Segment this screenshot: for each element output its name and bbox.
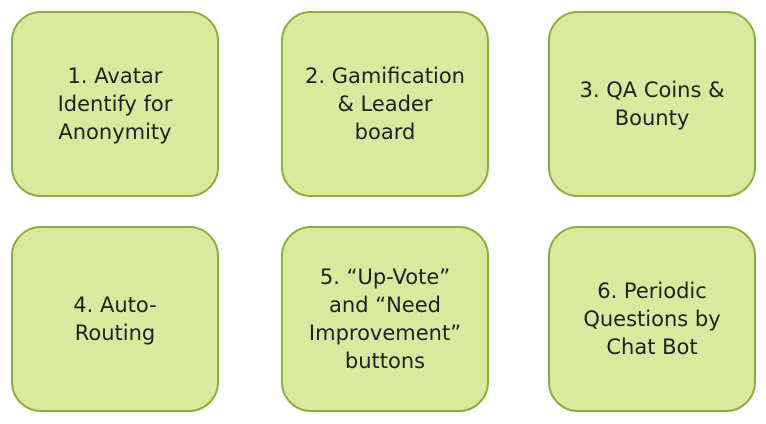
box-auto-routing: 4. Auto- Routing — [11, 226, 219, 412]
box-gamification-leaderboard-label: 2. Gamification & Leader board — [304, 64, 465, 144]
box-gamification-leaderboard: 2. Gamification & Leader board — [281, 11, 489, 197]
box-periodic-questions: 6. Periodic Questions by Chat Bot — [548, 226, 756, 412]
box-auto-routing-label: 4. Auto- Routing — [73, 293, 157, 345]
box-upvote-buttons-label: 5. “Up-Vote” and “Need Improvement” butt… — [308, 265, 462, 373]
box-upvote-buttons: 5. “Up-Vote” and “Need Improvement” butt… — [281, 226, 489, 412]
box-avatar-identify: 1. Avatar Identify for Anonymity — [11, 11, 219, 197]
box-qa-coins-bounty: 3. QA Coins & Bounty — [548, 11, 756, 197]
box-qa-coins-bounty-label: 3. QA Coins & Bounty — [579, 78, 725, 130]
box-periodic-questions-label: 6. Periodic Questions by Chat Bot — [583, 279, 721, 359]
box-avatar-identify-label: 1. Avatar Identify for Anonymity — [57, 64, 173, 144]
